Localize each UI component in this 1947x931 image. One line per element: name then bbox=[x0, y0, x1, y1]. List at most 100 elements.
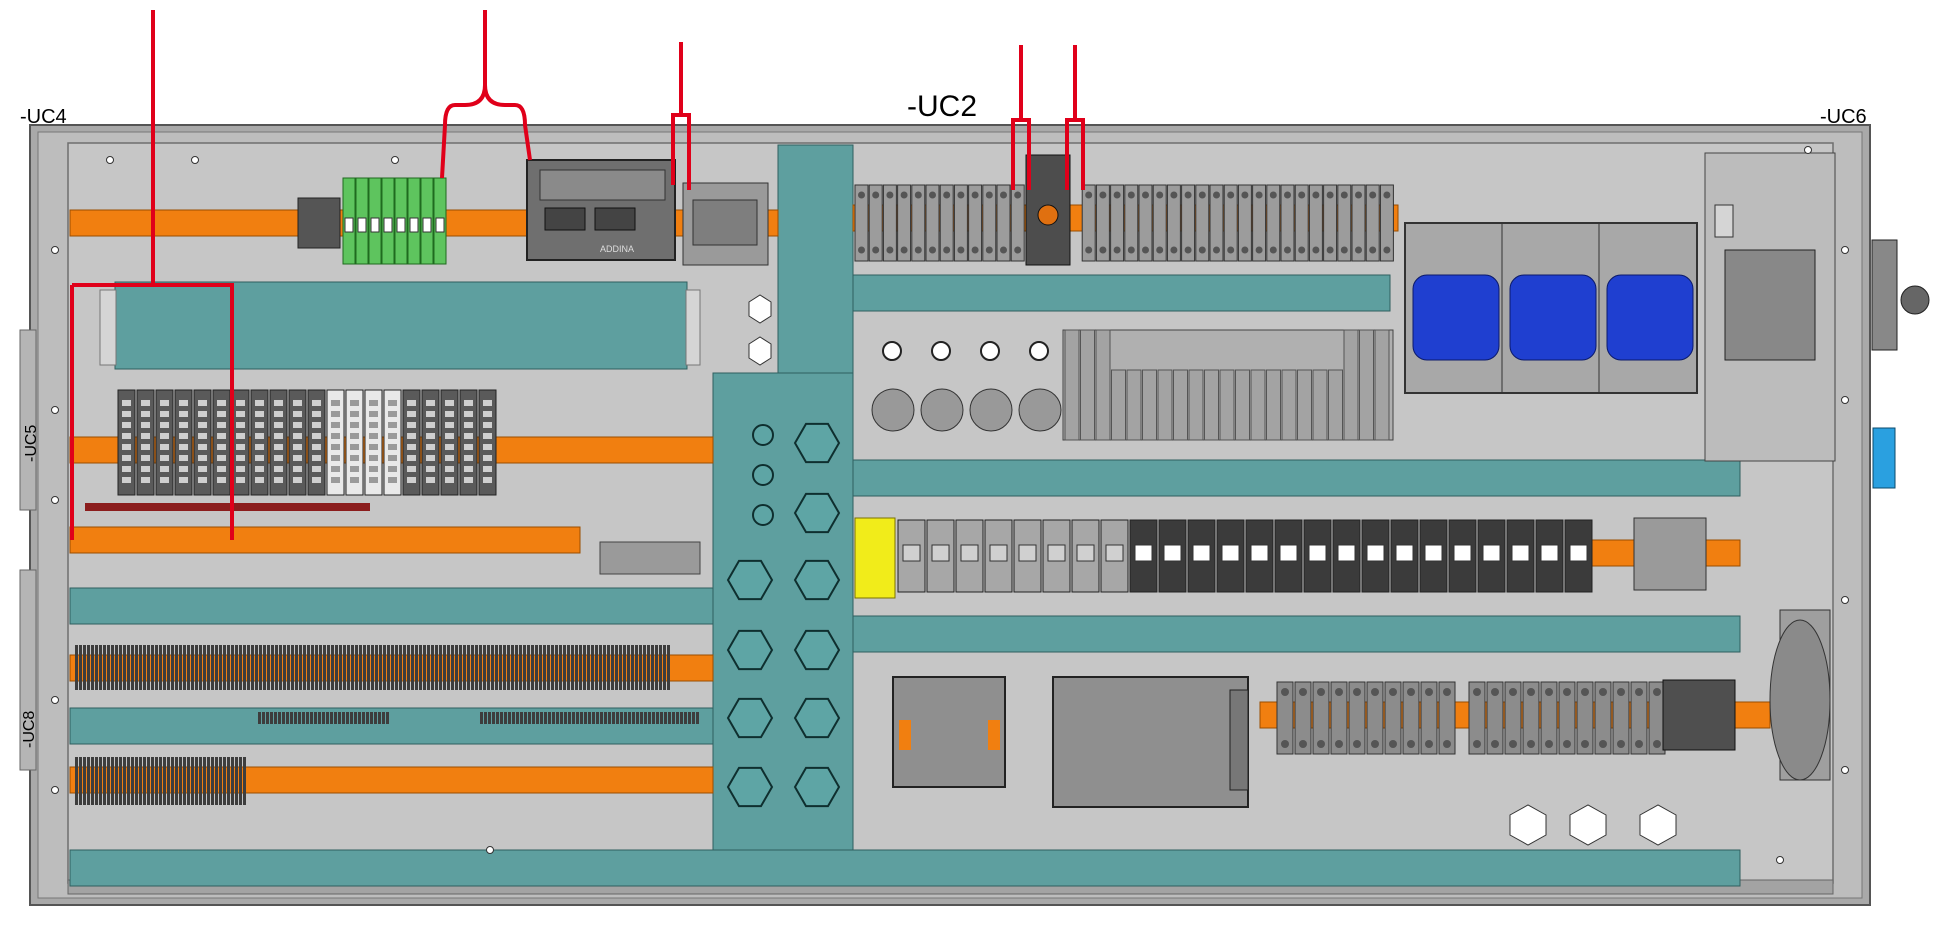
contactor-window bbox=[1279, 544, 1298, 562]
breaker-screw bbox=[1284, 246, 1291, 254]
terminal bbox=[499, 645, 502, 690]
contactor-window bbox=[1105, 544, 1124, 562]
terminal bbox=[179, 645, 182, 690]
terminal bbox=[567, 645, 570, 690]
terminal bbox=[439, 645, 442, 690]
breaker-screw bbox=[1127, 246, 1135, 254]
breaker-screw bbox=[1099, 246, 1107, 254]
breaker-screw bbox=[943, 246, 951, 254]
terminal-screw bbox=[1335, 688, 1343, 696]
terminal bbox=[676, 712, 679, 724]
terminal bbox=[467, 645, 470, 690]
io-terminal bbox=[369, 422, 378, 428]
terminal bbox=[579, 645, 582, 690]
terminal-block bbox=[1294, 681, 1312, 755]
io-terminal bbox=[236, 455, 245, 461]
terminal-screw bbox=[1443, 740, 1451, 748]
round-knockout bbox=[752, 464, 774, 486]
terminal bbox=[167, 757, 170, 805]
terminal-screw bbox=[1599, 688, 1607, 696]
breaker-screw bbox=[1170, 246, 1178, 254]
terminal bbox=[395, 645, 398, 690]
io-terminal bbox=[198, 466, 207, 472]
breaker-screw bbox=[1227, 191, 1235, 199]
io-terminal bbox=[236, 433, 245, 439]
terminal bbox=[203, 757, 206, 805]
breaker bbox=[868, 184, 883, 262]
terminal bbox=[359, 645, 362, 690]
terminal-screw bbox=[1299, 688, 1307, 696]
terminal bbox=[294, 712, 297, 724]
terminal bbox=[127, 645, 130, 690]
controller-brand: ADDINA bbox=[600, 244, 634, 254]
screw bbox=[51, 246, 59, 254]
io-terminal bbox=[255, 455, 264, 461]
io-terminal bbox=[198, 433, 207, 439]
breaker-screw bbox=[1284, 191, 1291, 199]
terminal bbox=[443, 645, 446, 690]
io-terminal bbox=[293, 477, 302, 483]
terminal bbox=[215, 645, 218, 690]
screw bbox=[1841, 596, 1849, 604]
terminal bbox=[103, 645, 106, 690]
terminal bbox=[207, 757, 210, 805]
terminal bbox=[123, 645, 126, 690]
terminal bbox=[135, 757, 138, 805]
terminal bbox=[231, 757, 234, 805]
breaker-screw bbox=[1000, 191, 1007, 199]
terminal bbox=[291, 645, 294, 690]
terminal bbox=[648, 712, 651, 724]
terminal bbox=[251, 645, 254, 690]
io-terminal bbox=[407, 455, 416, 461]
terminal bbox=[628, 712, 631, 724]
screw bbox=[1841, 396, 1849, 404]
terminal-screw bbox=[1545, 740, 1553, 748]
wire-ducts bbox=[69, 274, 1741, 887]
terminal bbox=[563, 645, 566, 690]
relay-slot bbox=[1064, 329, 1080, 441]
io-terminal bbox=[179, 400, 188, 406]
terminal bbox=[403, 645, 406, 690]
terminal-screw bbox=[1443, 688, 1451, 696]
terminal bbox=[355, 645, 358, 690]
small-switch bbox=[1714, 204, 1734, 238]
terminal bbox=[507, 645, 510, 690]
breaker bbox=[1223, 184, 1238, 262]
terminal bbox=[600, 712, 603, 724]
contactor-window bbox=[1250, 544, 1269, 562]
terminal bbox=[95, 645, 98, 690]
terminal bbox=[159, 757, 162, 805]
breaker-screw bbox=[1156, 246, 1164, 254]
breaker bbox=[996, 184, 1011, 262]
breaker-screw bbox=[1099, 191, 1107, 199]
terminal-block bbox=[1468, 681, 1486, 755]
terminal bbox=[451, 645, 454, 690]
knockout bbox=[726, 766, 774, 808]
io-terminal bbox=[274, 422, 283, 428]
breaker-screw bbox=[1142, 191, 1149, 199]
io-terminal bbox=[388, 455, 397, 461]
terminal bbox=[87, 757, 90, 805]
io-terminal bbox=[179, 444, 188, 450]
contactor-window bbox=[931, 544, 950, 562]
io-terminal bbox=[122, 455, 131, 461]
terminal bbox=[139, 757, 142, 805]
terminal bbox=[179, 757, 182, 805]
terminal bbox=[227, 645, 230, 690]
screw bbox=[486, 846, 494, 854]
terminal bbox=[511, 645, 514, 690]
contactor-window bbox=[1511, 544, 1530, 562]
io-terminal bbox=[141, 400, 150, 406]
io-terminal bbox=[312, 466, 321, 472]
breaker-screw bbox=[1383, 246, 1391, 254]
terminal bbox=[334, 712, 337, 724]
terminal bbox=[287, 645, 290, 690]
io-terminal bbox=[407, 433, 416, 439]
screw bbox=[51, 406, 59, 414]
io-terminal bbox=[293, 444, 302, 450]
terminal bbox=[231, 645, 234, 690]
breaker bbox=[939, 184, 954, 262]
main-switch-area bbox=[1704, 152, 1930, 489]
terminal bbox=[616, 712, 619, 724]
terminal bbox=[187, 645, 190, 690]
